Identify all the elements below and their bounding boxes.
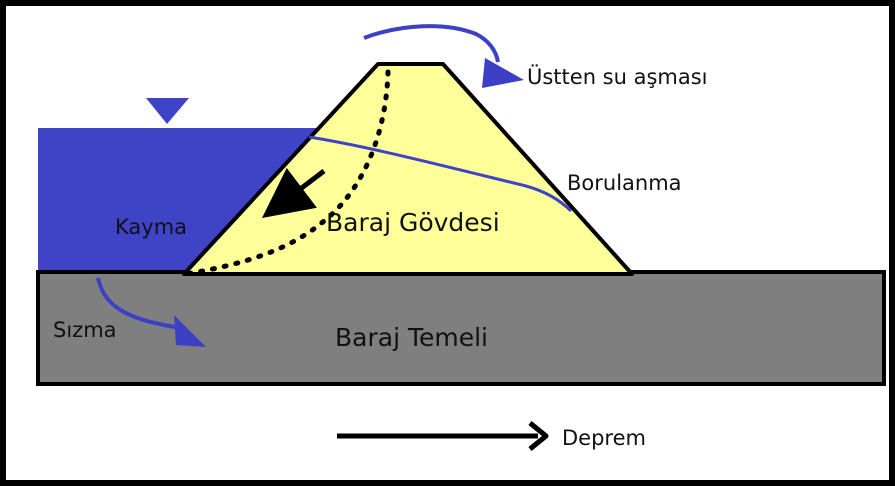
- label-seepage: Sızma: [53, 318, 117, 342]
- overtopping-arrow-icon: [363, 24, 500, 63]
- seepage-arrow-icon: [96, 277, 183, 330]
- dam-body: [182, 62, 634, 276]
- piping-line: [308, 135, 573, 213]
- label-dam-body: Baraj Gövdesi: [326, 208, 500, 237]
- label-earthquake: Deprem: [562, 426, 646, 450]
- sliding-surface: [183, 69, 391, 277]
- dam-failure-diagram: Üstten su aşması Borulanma Kayma Baraj G…: [36, 24, 886, 451]
- label-overtopping: Üstten su aşması: [527, 64, 708, 89]
- sliding-arrow-icon: [262, 167, 326, 219]
- label-sliding: Kayma: [115, 215, 187, 239]
- water-level-icon: [146, 98, 189, 124]
- label-piping: Borulanma: [567, 171, 682, 195]
- seepage-arrowhead-icon: [174, 315, 206, 347]
- overtopping-arrowhead-icon: [482, 58, 524, 88]
- label-foundation: Baraj Temeli: [335, 323, 488, 352]
- earthquake-arrow-icon: [528, 421, 549, 451]
